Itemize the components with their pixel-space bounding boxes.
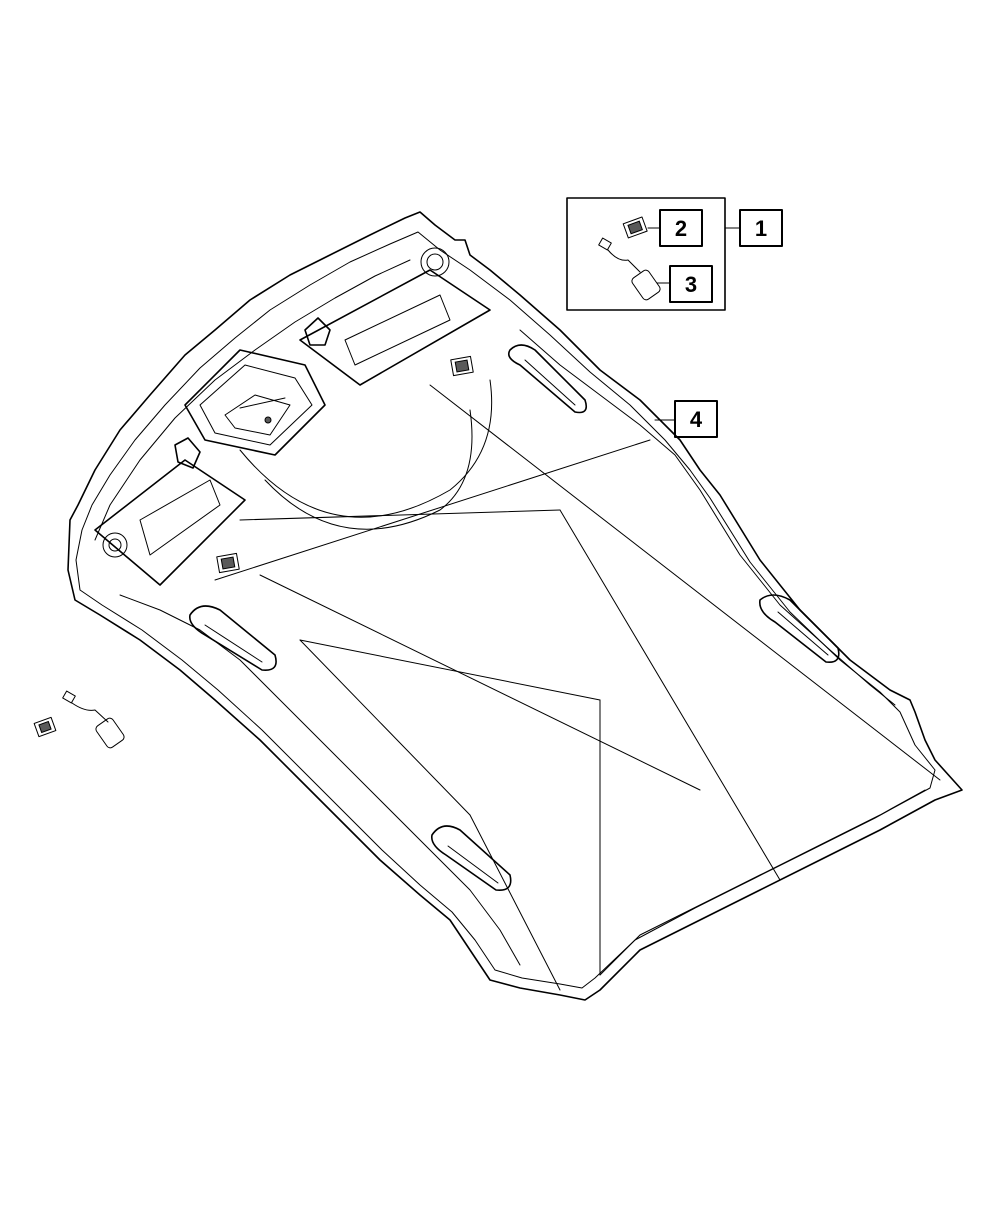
visor-clip-right bbox=[304, 317, 331, 346]
visor-clip-left bbox=[174, 437, 201, 469]
callout-2[interactable]: 2 bbox=[659, 209, 703, 247]
callout-3-label: 3 bbox=[685, 272, 697, 297]
overhead-console bbox=[184, 349, 326, 456]
grab-handle-rear-left bbox=[430, 825, 512, 892]
grab-handle-front-left bbox=[188, 605, 277, 672]
sun-visor-right bbox=[299, 247, 491, 386]
dome-lamp-loose bbox=[33, 716, 57, 738]
grab-handle-rear-right bbox=[758, 594, 840, 664]
callout-1[interactable]: 1 bbox=[739, 209, 783, 247]
grab-handle-front-right bbox=[507, 344, 588, 414]
callout-group-box bbox=[566, 197, 726, 311]
headliner-panel bbox=[67, 211, 963, 1001]
dome-light-square-2 bbox=[216, 552, 240, 574]
callout-4-label: 4 bbox=[690, 407, 703, 432]
wire-harness-icon bbox=[598, 237, 661, 301]
callout-2-label: 2 bbox=[675, 216, 687, 241]
callout-1-label: 1 bbox=[755, 216, 767, 241]
dome-light-square-1 bbox=[450, 355, 474, 377]
sun-visor-left bbox=[94, 459, 246, 586]
wire-harness-loose bbox=[62, 690, 125, 749]
callout-4[interactable]: 4 bbox=[674, 400, 718, 438]
callout-3[interactable]: 3 bbox=[669, 265, 713, 303]
dome-lamp-icon bbox=[622, 216, 648, 239]
